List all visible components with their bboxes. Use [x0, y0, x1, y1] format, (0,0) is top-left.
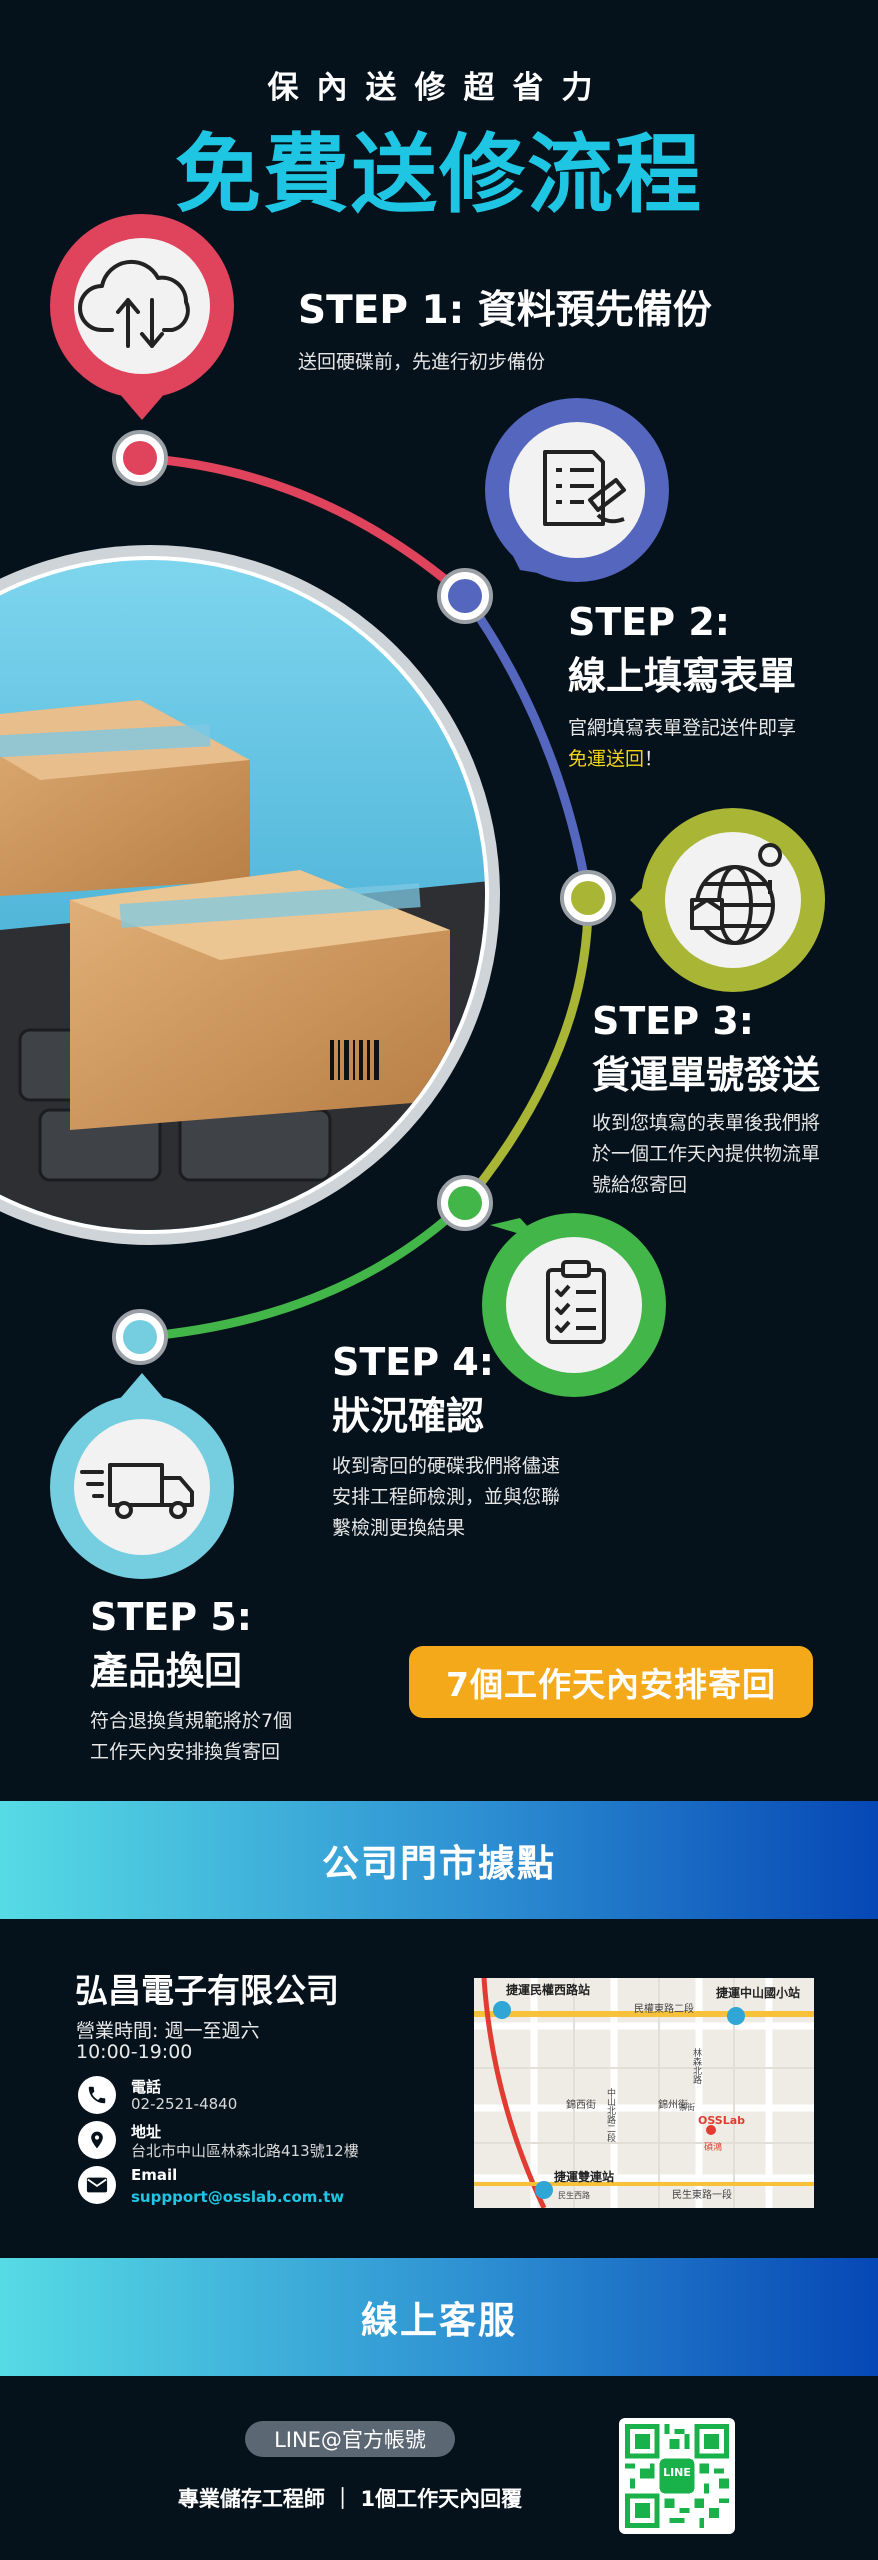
- map-road-linsen: 林森北路: [691, 2048, 701, 2084]
- step2-title-line1: STEP 2:: [568, 600, 730, 644]
- step2-pin: [485, 398, 669, 582]
- support-footer-text: 專業儲存工程師 ｜ 1個工作天內回覆: [177, 2487, 523, 2511]
- step4-node: [437, 1175, 493, 1231]
- map-road-zhongshan: 中山北路二段: [605, 2088, 615, 2142]
- delivery-truck-icon: [80, 1463, 194, 1519]
- phone-icon: [78, 2076, 116, 2114]
- step3-node: [560, 870, 616, 926]
- email-icon: [78, 2166, 116, 2204]
- phone-number[interactable]: 02-2521-4840: [131, 2095, 238, 2113]
- map-station-zhongshan-elementary: 捷運中山國小站: [716, 1986, 801, 2000]
- packages-photo: [0, 560, 485, 1230]
- step3-desc-line3: 號給您寄回: [592, 1174, 688, 1196]
- map-road-minquan: 民權東路二段: [634, 2004, 694, 2015]
- email-link[interactable]: suppport@osslab.com.tw: [131, 2188, 345, 2206]
- map-pin-label: OSSLab: [698, 2114, 746, 2127]
- step4-text: STEP 4: 狀況確認 收到寄回的硬碟我們將儘速 安排工程師檢測，並與您聯 繫…: [332, 1335, 560, 1544]
- return-within-7-days-badge: 7個工作天內安排寄回: [409, 1646, 813, 1718]
- company-name: 弘昌電子有限公司: [75, 1971, 339, 2010]
- checklist-icon: [546, 1260, 606, 1344]
- step4-title-line1: STEP 4:: [332, 1340, 494, 1384]
- map-pin-sub: 碩鴻: [704, 2143, 723, 2153]
- step5-pin: [50, 1373, 234, 1579]
- step3-text: STEP 3: 貨運單號發送 收到您填寫的表單後我們將 於一個工作天內提供物流單…: [592, 994, 820, 1201]
- phone-label: 電話: [131, 2078, 162, 2096]
- step5-node: [112, 1309, 168, 1365]
- step4-pin: [482, 1213, 666, 1397]
- step3-desc-line1: 收到您填寫的表單後我們將: [592, 1112, 821, 1134]
- support-heading: 線上客服: [0, 2258, 878, 2376]
- step3-pin: [630, 808, 825, 992]
- step3-title-line1: STEP 3:: [592, 999, 754, 1043]
- hero-title: 免費送修流程: [175, 125, 703, 225]
- step2-desc-line1: 官網填寫表單登記送件即享: [568, 717, 797, 739]
- step4-desc-line2: 安排工程師檢測，並與您聯: [332, 1486, 561, 1508]
- form-signing-icon: [543, 450, 626, 526]
- hero-subtitle: 保內送修超省力: [267, 70, 611, 106]
- map-road-minsheng-west: 民生西路: [558, 2191, 590, 2200]
- step3-desc-line2: 於一個工作天內提供物流單: [592, 1143, 821, 1165]
- step2-desc-highlight: 免運送回: [568, 748, 645, 770]
- step2-text: STEP 2: 線上填寫表單 官網填寫表單登記送件即享 免運送回！: [568, 595, 796, 775]
- business-hours-label: 營業時間: 週一至週六: [76, 2020, 260, 2042]
- map-station-shuanglian: 捷運雙連站: [554, 2170, 615, 2184]
- step1-node: [112, 430, 168, 486]
- step1-title: STEP 1: 資料預先備份: [298, 288, 712, 333]
- step2-node: [437, 568, 493, 624]
- business-hours: 10:00-19:00: [76, 2041, 193, 2063]
- global-shipping-icon: [690, 843, 783, 945]
- step5-title-line1: STEP 5:: [90, 1595, 252, 1639]
- map-station-minquan: 捷運民權西路站: [506, 1983, 591, 1997]
- step5-title-line2: 產品換回: [90, 1649, 243, 1693]
- map-shop: 茶街: [679, 2103, 695, 2112]
- step2-title-line2: 線上填寫表單: [568, 654, 797, 698]
- cloud-transfer-icon: [78, 259, 190, 348]
- step1-pin: [50, 214, 234, 420]
- step4-desc-line1: 收到寄回的硬碟我們將儘速: [332, 1455, 561, 1477]
- step5-desc-line1: 符合退換貨規範將於7個: [90, 1710, 293, 1732]
- store-map[interactable]: 捷運民權西路站 捷運中山國小站 民權東路二段 錦西街 錦州街 OSSLab 碩鴻…: [474, 1978, 814, 2208]
- step1-desc: 送回硬碟前，先進行初步備份: [298, 351, 546, 373]
- address-value: 台北市中山區林森北路413號12樓: [131, 2142, 359, 2160]
- step2-desc-end: ！: [644, 748, 664, 770]
- step5-text: STEP 5: 產品換回 符合退換貨規範將於7個 工作天內安排換貨寄回: [90, 1590, 292, 1768]
- map-road-minsheng: 民生東路一段: [672, 2190, 732, 2201]
- line-qr-code[interactable]: LINE: [619, 2418, 735, 2534]
- step5-desc-line2: 工作天內安排換貨寄回: [90, 1741, 281, 1763]
- address-label: 地址: [131, 2123, 162, 2141]
- step3-title-line2: 貨運單號發送: [592, 1053, 821, 1097]
- map-road-jinzhou: 錦州街: [658, 2100, 688, 2111]
- map-road-jinxi: 錦西街: [566, 2100, 596, 2111]
- qr-line-text: LINE: [663, 2466, 691, 2479]
- stores-heading: 公司門市據點: [0, 1801, 878, 1919]
- location-pin-icon: [78, 2121, 116, 2159]
- line-official-account-pill[interactable]: LINE@官方帳號: [245, 2421, 455, 2457]
- step4-title-line2: 狀況確認: [332, 1394, 485, 1438]
- email-label: Email: [131, 2166, 178, 2184]
- step4-desc-line3: 繫檢測更換結果: [332, 1517, 466, 1539]
- process-arc: [0, 214, 825, 1579]
